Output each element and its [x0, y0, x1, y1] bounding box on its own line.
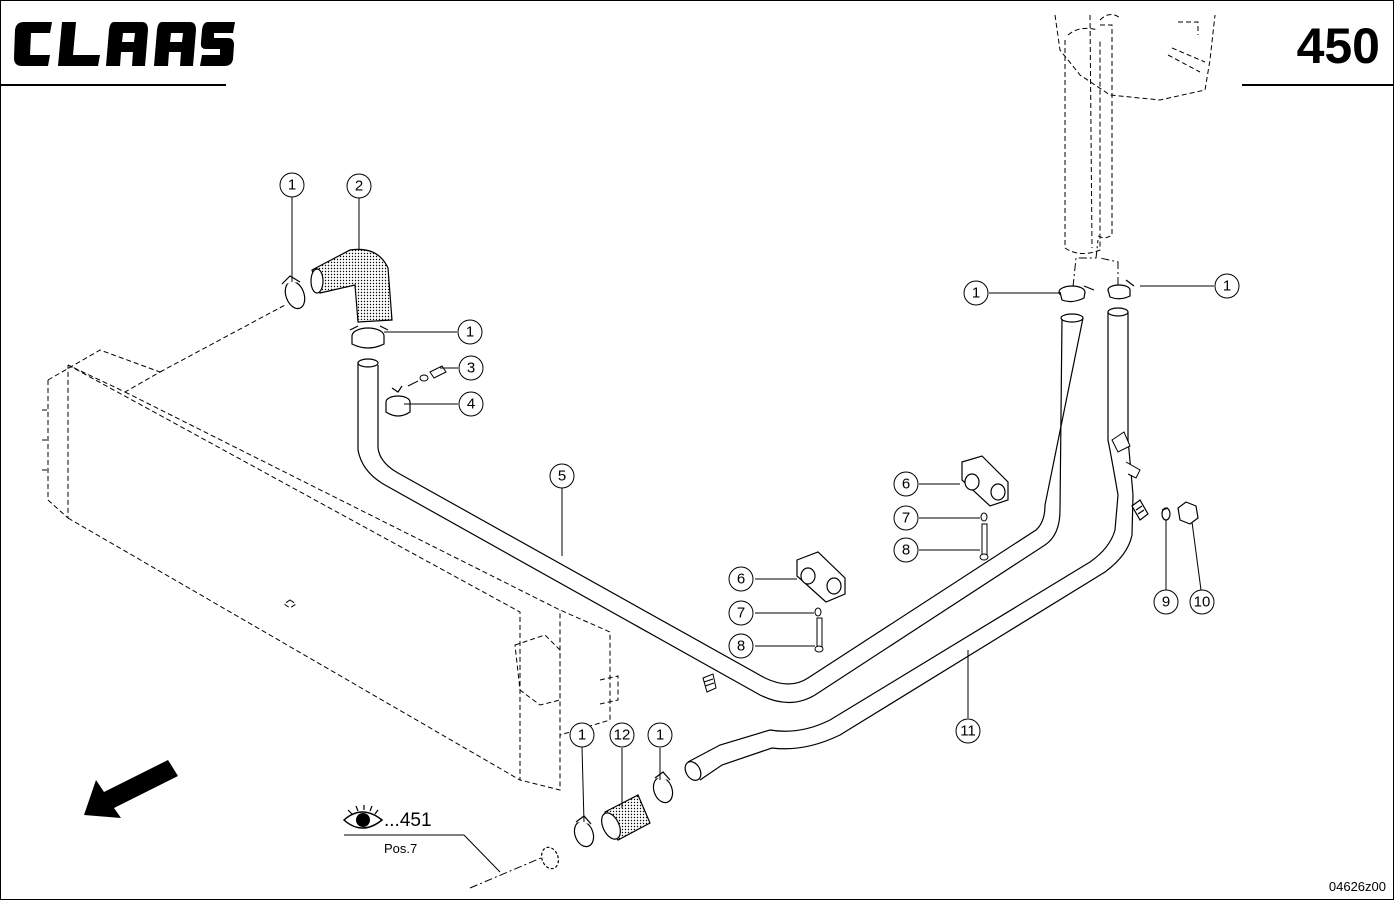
callout-group	[279, 172, 1240, 748]
callout-circle	[1214, 273, 1240, 299]
hose-clamp	[281, 275, 1135, 870]
callout-circle	[955, 718, 981, 744]
header-rule-right	[1242, 84, 1394, 86]
callout-circle	[728, 600, 754, 626]
pipe-5-end-top	[357, 358, 379, 368]
leader-10	[1191, 521, 1202, 591]
callout-label: 7	[737, 605, 745, 622]
callout-circle	[893, 537, 919, 563]
callout-circle	[279, 172, 305, 198]
washer-7	[814, 512, 988, 617]
header-rule-left	[0, 84, 226, 86]
callout-circle	[963, 280, 989, 306]
hose-2-elbow	[310, 248, 393, 323]
pipe-5-end-right	[1060, 313, 1084, 323]
eye-icon	[342, 805, 384, 829]
callout-label: 1	[288, 177, 296, 194]
callout-label: 6	[902, 476, 910, 493]
callout-label: 12	[614, 727, 631, 744]
callout-label: 3	[467, 360, 475, 377]
callout-label: 11	[960, 723, 976, 740]
reference-link[interactable]: ...451	[384, 810, 432, 831]
callout-circle	[569, 722, 595, 748]
engine-column-outline	[1054, 14, 1216, 254]
page-number: 450	[1296, 18, 1380, 74]
pipe-11-end-bottom	[684, 761, 702, 781]
drawing-id: 04626z00	[1328, 879, 1386, 894]
callout-circle	[893, 471, 919, 497]
callout-label: 1	[972, 285, 980, 302]
leader-1e	[581, 746, 585, 823]
leader-line-column-right	[1099, 257, 1119, 285]
callout-circle	[457, 319, 483, 345]
callout-circle	[728, 566, 754, 592]
pipe-fitting-side	[1111, 431, 1141, 479]
callout-circle	[458, 391, 484, 417]
callout-circle	[728, 633, 754, 659]
callout-circle	[893, 505, 919, 531]
pipe-5-drain-fitting	[702, 673, 717, 693]
callout-circle	[458, 355, 484, 381]
reference-leader	[463, 834, 501, 873]
callout-label: 1	[466, 324, 474, 341]
callout-label: 4	[467, 396, 475, 413]
pipe-5	[357, 317, 1084, 704]
callout-label: 9	[1162, 594, 1170, 611]
callout-label: 5	[558, 468, 566, 485]
reference-position: Pos.7	[384, 841, 418, 856]
bolt-8	[814, 523, 989, 653]
screw-3	[407, 365, 447, 387]
callout-label: 10	[1194, 594, 1211, 611]
pipe-clamp-block	[796, 455, 1009, 603]
pipe-11	[687, 312, 1134, 781]
seal-ring-9	[1161, 507, 1171, 521]
claas-logo-icon	[14, 22, 235, 66]
cap-nut-10	[1177, 501, 1199, 525]
leader-line-column-left	[1072, 239, 1099, 288]
callout-circle	[1189, 589, 1215, 615]
callout-label: 1	[656, 727, 664, 744]
direction-arrow-icon	[84, 760, 178, 818]
callout-label: 6	[737, 571, 745, 588]
callout-circle	[346, 173, 372, 199]
callout-circle	[609, 722, 635, 748]
callout-circle	[647, 722, 673, 748]
callout-circle	[549, 463, 575, 489]
callout-label: 2	[355, 178, 363, 195]
callout-label: 8	[902, 542, 910, 559]
callout-label: 1	[578, 727, 586, 744]
oil-cooler-outline	[42, 304, 619, 791]
callout-label: 1	[1223, 278, 1231, 295]
hose-12	[601, 794, 651, 841]
pipe-11-end-top	[1107, 307, 1129, 317]
callout-circle	[1153, 589, 1179, 615]
callout-label: 8	[737, 638, 745, 655]
union-fitting	[1131, 499, 1149, 521]
leader-line-pos7	[469, 854, 549, 889]
callout-label: 7	[902, 510, 910, 527]
